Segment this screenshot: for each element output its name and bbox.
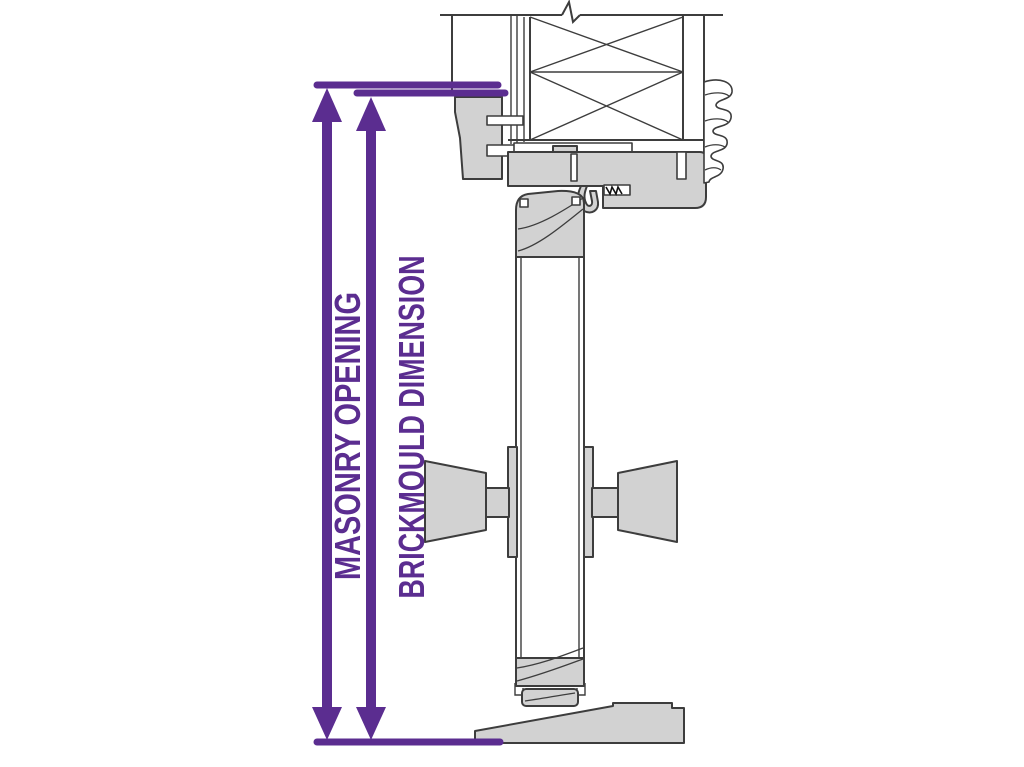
kerf-slot bbox=[676, 151, 687, 180]
break-line-icon bbox=[561, 0, 581, 25]
exterior-casing-return bbox=[454, 96, 524, 180]
arrow-up-icon bbox=[312, 88, 342, 122]
casing-body bbox=[454, 96, 503, 180]
kerf-slot bbox=[570, 153, 578, 182]
door-knob-left bbox=[424, 446, 518, 558]
knob-shaft bbox=[484, 487, 510, 518]
door-panel bbox=[514, 189, 586, 707]
moulding-detail-line bbox=[704, 118, 729, 123]
masonry-opening-label: MASONRY OPENING bbox=[327, 292, 368, 580]
nail-fin-slot bbox=[486, 115, 524, 126]
weatherstrip-barb-icon bbox=[605, 184, 623, 197]
wood-grain-line bbox=[516, 647, 584, 669]
kerf-notch bbox=[519, 198, 529, 208]
knob-grip bbox=[617, 460, 678, 543]
kerf-notch bbox=[571, 196, 581, 206]
arrow-down-icon bbox=[312, 707, 342, 740]
wood-grain-line bbox=[517, 208, 584, 252]
moulding-detail-line bbox=[704, 144, 726, 148]
knob-grip bbox=[424, 460, 487, 543]
moulding-detail-line bbox=[704, 92, 730, 97]
head-jamb-body bbox=[507, 151, 707, 209]
dimension-masonry-opening: MASONRY OPENING bbox=[312, 81, 502, 740]
sill-threshold bbox=[474, 702, 685, 744]
head-jamb-tab bbox=[552, 145, 578, 153]
arrow-up-icon bbox=[356, 97, 386, 131]
door-knob-right bbox=[583, 446, 678, 558]
moulding-outline bbox=[703, 79, 733, 184]
arrow-down-icon bbox=[356, 707, 386, 740]
cross-brace-top-icon bbox=[529, 16, 684, 73]
cross-brace-bottom-icon bbox=[529, 71, 684, 141]
head-jamb bbox=[507, 145, 707, 209]
dimension-brickmould: BRICKMOULD DIMENSION bbox=[353, 89, 509, 740]
wood-grain-line bbox=[524, 692, 576, 702]
wall-framing-section bbox=[440, 0, 723, 155]
brickmould-dimension-label: BRICKMOULD DIMENSION bbox=[391, 256, 432, 599]
moulding-detail-line bbox=[704, 167, 722, 171]
sill-wedge bbox=[474, 702, 685, 744]
brickmould-profile bbox=[703, 79, 733, 184]
knob-shaft bbox=[591, 487, 619, 518]
wood-grain-line bbox=[516, 658, 584, 682]
